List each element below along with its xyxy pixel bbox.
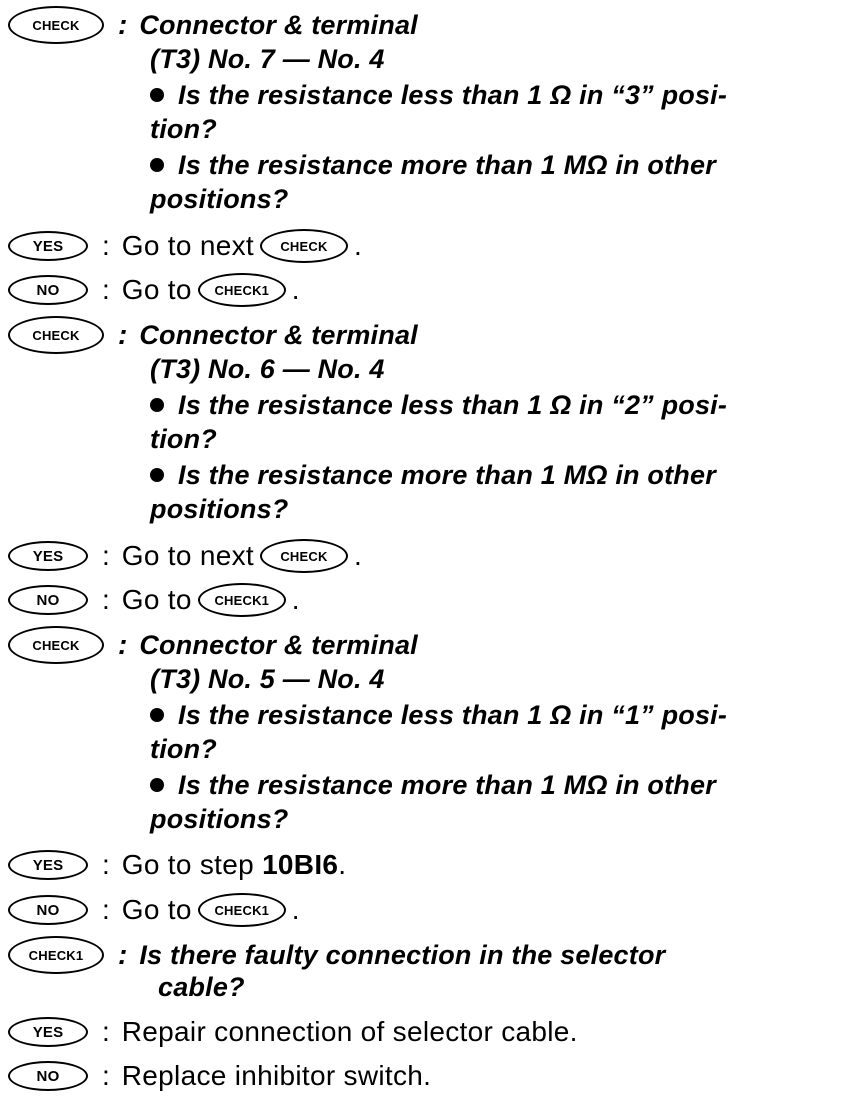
period: . <box>353 540 363 571</box>
no-action: Go to <box>121 894 192 925</box>
no-row-3: NO : Go to CHECK1 . <box>8 893 300 927</box>
bullet-icon <box>150 397 164 412</box>
no-action: Go to <box>121 584 192 615</box>
yes-row-1: YES : Go to next CHECK . <box>8 229 362 263</box>
period: . <box>291 894 300 925</box>
check-pins: (T3) No. 5 — No. 4 <box>150 664 385 694</box>
check-question-1: Is the resistance less than 1 Ω in “2” p… <box>150 390 727 421</box>
colon: : <box>118 319 128 350</box>
bullet-icon <box>150 87 164 102</box>
check-title: Connector & terminal <box>139 319 418 350</box>
check-question-1: Is the resistance less than 1 Ω in “3” p… <box>150 80 727 111</box>
period: . <box>291 584 300 615</box>
question-text: Is the resistance more than 1 MΩ in othe… <box>178 460 716 490</box>
no-action: Replace inhibitor switch. <box>121 1060 432 1091</box>
check-pins: (T3) No. 6 — No. 4 <box>150 354 385 384</box>
question-text: Is the resistance more than 1 MΩ in othe… <box>178 150 716 180</box>
no-row-1: NO : Go to CHECK1 . <box>8 273 300 307</box>
colon: : <box>102 894 110 925</box>
yes-badge-icon: YES <box>8 541 88 571</box>
yes-action: Go to next <box>121 540 254 571</box>
check-title: Connector & terminal <box>139 9 418 40</box>
colon: : <box>102 1060 110 1091</box>
check-question-1-cont: tion? <box>150 734 217 764</box>
yes-action: Go to next <box>121 230 254 261</box>
check-badge-icon: CHECK <box>8 626 104 664</box>
check-question-2-cont: positions? <box>150 494 289 524</box>
period: . <box>338 849 347 880</box>
colon: : <box>102 230 110 261</box>
colon: : <box>118 9 128 40</box>
yes-action-text: Go to step <box>121 849 254 880</box>
colon: : <box>102 849 110 880</box>
check-row-3: CHECK : Connector & terminal <box>8 626 418 664</box>
yes-badge-icon: YES <box>8 231 88 261</box>
no-row-4: NO : Replace inhibitor switch. <box>8 1060 431 1092</box>
check-question-2-cont: positions? <box>150 804 289 834</box>
no-badge-icon: NO <box>8 895 88 925</box>
no-badge-icon: NO <box>8 585 88 615</box>
check-row-2: CHECK : Connector & terminal <box>8 316 418 354</box>
bullet-icon <box>150 157 164 172</box>
bullet-icon <box>150 467 164 482</box>
colon: : <box>118 629 128 660</box>
bullet-icon <box>150 707 164 722</box>
no-row-2: NO : Go to CHECK1 . <box>8 583 300 617</box>
question-text: Is the resistance less than 1 Ω in “2” p… <box>178 390 728 420</box>
check-row-1: CHECK : Connector & terminal <box>8 6 418 44</box>
no-badge-icon: NO <box>8 275 88 305</box>
check1-badge-icon: CHECK1 <box>197 583 286 617</box>
check-question-2: Is the resistance more than 1 MΩ in othe… <box>150 770 716 801</box>
colon: : <box>102 584 110 615</box>
check-question-1-cont: tion? <box>150 114 217 144</box>
check1-question-cont: cable? <box>158 972 245 1002</box>
check-question-1-cont: tion? <box>150 424 217 454</box>
bullet-icon <box>150 777 164 792</box>
question-text: Is the resistance less than 1 Ω in “1” p… <box>178 700 728 730</box>
check1-badge-icon: CHECK1 <box>197 273 286 307</box>
check1-row: CHECK1 : Is there faulty connection in t… <box>8 936 665 974</box>
check-question-1: Is the resistance less than 1 Ω in “1” p… <box>150 700 727 731</box>
check-question-2: Is the resistance more than 1 MΩ in othe… <box>150 460 716 491</box>
colon: : <box>102 1016 110 1047</box>
yes-action: Repair connection of selector cable. <box>121 1016 578 1047</box>
check-question-2: Is the resistance more than 1 MΩ in othe… <box>150 150 716 181</box>
check-badge-icon: CHECK <box>259 229 348 263</box>
period: . <box>353 230 363 261</box>
check-badge-icon: CHECK <box>8 316 104 354</box>
check1-badge-icon: CHECK1 <box>197 893 286 927</box>
step-reference: 10BI6 <box>262 849 339 880</box>
yes-action: Go to step 10BI6. <box>122 849 347 881</box>
check-pins: (T3) No. 7 — No. 4 <box>150 44 385 74</box>
check-badge-icon: CHECK <box>259 539 348 573</box>
no-badge-icon: NO <box>8 1061 88 1091</box>
check1-question: Is there faulty connection in the select… <box>139 939 666 970</box>
question-text: Is the resistance less than 1 Ω in “3” p… <box>178 80 728 110</box>
colon: : <box>118 939 128 970</box>
colon: : <box>102 274 110 305</box>
check1-badge-icon: CHECK1 <box>8 936 104 974</box>
colon: : <box>102 540 110 571</box>
yes-row-3: YES : Go to step 10BI6. <box>8 849 346 881</box>
period: . <box>291 274 300 305</box>
no-action: Go to <box>121 274 192 305</box>
yes-badge-icon: YES <box>8 850 88 880</box>
yes-row-2: YES : Go to next CHECK . <box>8 539 362 573</box>
check-question-2-cont: positions? <box>150 184 289 214</box>
yes-badge-icon: YES <box>8 1017 88 1047</box>
yes-row-4: YES : Repair connection of selector cabl… <box>8 1016 578 1048</box>
check-title: Connector & terminal <box>139 629 418 660</box>
check-badge-icon: CHECK <box>8 6 104 44</box>
question-text: Is the resistance more than 1 MΩ in othe… <box>178 770 716 800</box>
